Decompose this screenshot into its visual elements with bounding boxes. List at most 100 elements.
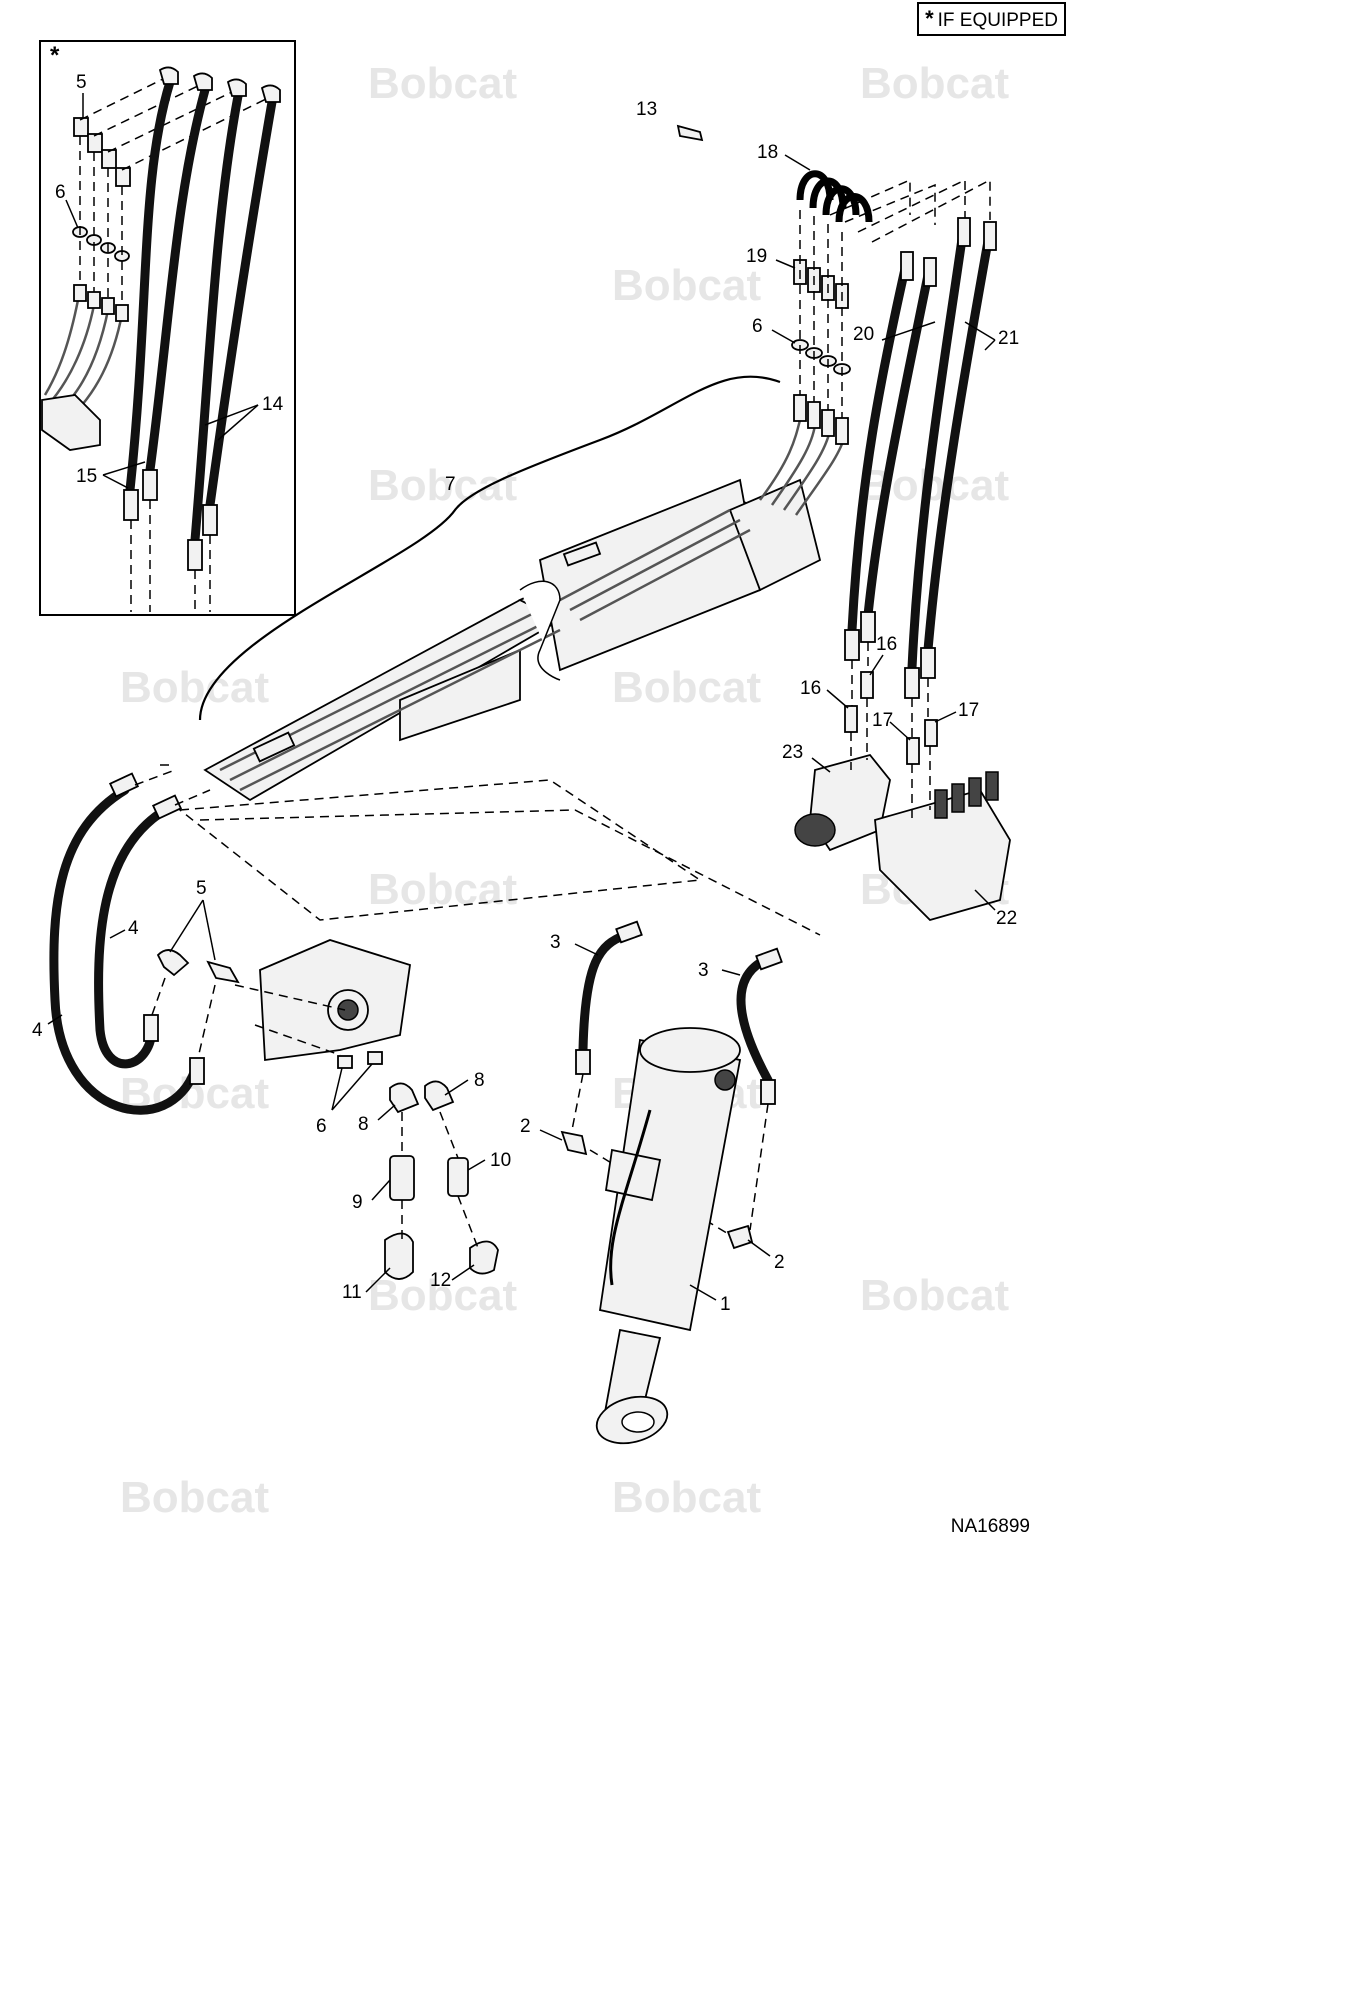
hose-end: [983, 221, 997, 251]
callout-15: 15: [76, 466, 97, 487]
hose-end: [900, 251, 914, 281]
leader-line: [889, 721, 911, 741]
drawing-number: NA16899: [950, 1516, 1030, 1537]
tube: [569, 518, 741, 612]
parts-diagram: Bobcat Bobcat Bobcat Bobcat Bobcat Bobca…: [32, 2, 1066, 1537]
cylinder-cap: [639, 1027, 741, 1073]
callout-23: 23: [782, 742, 803, 763]
tube: [559, 508, 731, 602]
watermark: Bobcat: [860, 1271, 1009, 1320]
diagram-canvas: Bobcat Bobcat Bobcat Bobcat Bobcat Bobca…: [32, 40, 1019, 1522]
part-4-hose: [49, 785, 200, 1115]
boom-plate: [399, 648, 521, 742]
dash-line: [79, 77, 166, 121]
leader-line: [974, 889, 996, 911]
callout-9: 9: [352, 1192, 363, 1213]
break-line: [519, 580, 561, 681]
leader-line: [65, 199, 79, 229]
callout-8: 8: [358, 1114, 369, 1135]
fitting: [835, 417, 849, 445]
dash-line: [151, 977, 166, 1016]
inset-fitting: [115, 304, 129, 322]
leader-line: [934, 711, 957, 723]
right-hoses: [844, 217, 997, 699]
fitting: [821, 409, 835, 437]
part-16-fitting: [844, 705, 858, 733]
leader-line: [689, 1284, 717, 1301]
callout-3: 3: [698, 960, 709, 981]
callout-22: 22: [996, 908, 1017, 929]
leader-line: [331, 1063, 373, 1111]
callout-20: 20: [853, 324, 874, 345]
leader-line: [826, 689, 849, 709]
leader-line: [47, 1014, 63, 1025]
leader-line: [204, 404, 259, 426]
solenoid: [794, 813, 836, 847]
part-16-fitting: [860, 671, 874, 699]
callout-3: 3: [550, 932, 561, 953]
dash-line: [829, 178, 911, 216]
hose-end: [151, 794, 183, 820]
part-3-hose: [736, 955, 773, 1085]
callout-16: 16: [800, 678, 821, 699]
watermark: Bobcat: [368, 1271, 517, 1320]
callout-17: 17: [958, 700, 979, 721]
callout-2: 2: [520, 1116, 531, 1137]
part-18-tube: [822, 185, 860, 216]
dash-outline: [199, 809, 821, 936]
tube: [229, 618, 551, 782]
part-10-coupler: [447, 1157, 469, 1197]
dash-outline: [178, 779, 703, 921]
leader-line: [539, 1129, 563, 1141]
callout-13: 13: [636, 99, 657, 120]
asterisk-icon: *: [925, 6, 934, 31]
part-5-fitting: [206, 960, 240, 984]
inset-fitting: [73, 117, 89, 137]
hose-end: [575, 1049, 591, 1075]
dash-line: [439, 1111, 459, 1159]
watermark: Bobcat: [612, 663, 761, 712]
hose-end: [143, 1014, 159, 1042]
inset-hose: [125, 77, 175, 495]
inset-hose-end: [202, 504, 218, 536]
legend-text: IF EQUIPPED: [937, 10, 1058, 31]
spool: [985, 771, 999, 801]
leader-line: [169, 899, 204, 953]
inset-hose-end: [123, 489, 139, 521]
part-12-plug: [469, 1240, 499, 1275]
tube: [794, 434, 847, 516]
leader-line: [202, 899, 216, 961]
inset-hose: [145, 85, 210, 475]
dash-line: [197, 984, 216, 1059]
dash-line: [174, 789, 211, 806]
dash-line: [234, 984, 346, 1011]
inset-bracket: [41, 394, 101, 451]
watermark: Bobcat: [368, 59, 517, 108]
part-17-fitting: [906, 737, 920, 765]
watermark: Bobcat: [612, 1473, 761, 1522]
spool: [951, 783, 965, 813]
leader-line: [377, 1104, 396, 1121]
part-2-elbow: [560, 1130, 588, 1156]
leader-line: [784, 154, 811, 171]
hose-end: [920, 647, 936, 679]
inset-elbow: [226, 78, 247, 97]
cylinder-tube: [609, 1109, 652, 1286]
part-8-elbow: [389, 1082, 420, 1114]
spool: [934, 789, 948, 819]
part-13-clip: [676, 124, 704, 142]
callout-5: 5: [196, 878, 207, 899]
watermark: Bobcat: [120, 1473, 269, 1522]
dash-line: [254, 1024, 341, 1056]
inset-hose: [190, 91, 243, 545]
callout-19: 19: [746, 246, 767, 267]
hose-end: [860, 611, 876, 643]
cylinder-assembly: [539, 920, 783, 1445]
leader-line: [365, 1267, 391, 1293]
part-3-hose: [578, 930, 630, 1055]
dash-line: [107, 91, 233, 153]
watermark: Bobcat: [860, 59, 1009, 108]
callout-18: 18: [757, 142, 778, 163]
dash-line: [571, 1073, 584, 1131]
tube: [239, 628, 561, 792]
